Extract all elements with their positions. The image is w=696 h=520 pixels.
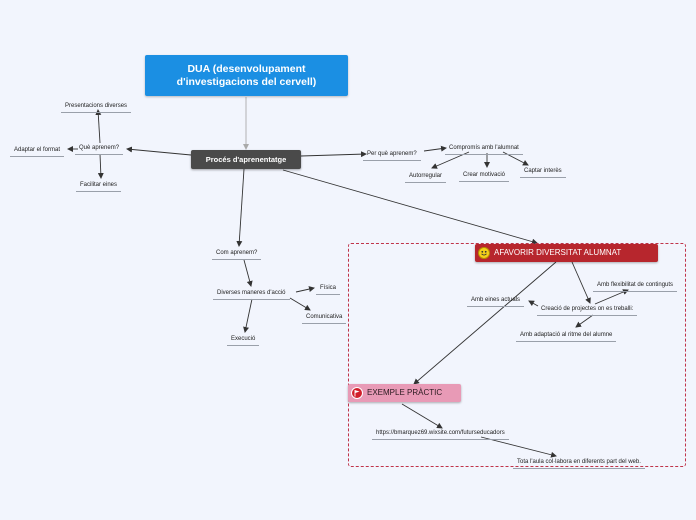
aula-collabora-label: Tota l'aula col·labora en diferents part…	[517, 459, 641, 465]
execucio-node[interactable]: Execució	[227, 335, 260, 346]
que-aprenem-label: Què aprenem?	[79, 145, 120, 151]
connector-creacio-flexibilitat	[594, 289, 629, 305]
afavorir-diversitat-label: AFAVORIR DIVERSITAT ALUMNAT	[494, 248, 622, 257]
creacio-projectes-label: Creació de projectes on es treballi:	[541, 306, 634, 312]
web-link-label: https://bmarquez69.wixsite.com/futursedu…	[376, 430, 505, 436]
adaptacio-ritme-node[interactable]: Amb adaptació al ritme del alumne	[516, 331, 617, 342]
connector-afavorir-creacio	[571, 261, 591, 304]
connector-main-que	[126, 146, 192, 156]
crear-motivacio-node[interactable]: Crear motivació	[459, 171, 510, 182]
connector-perque-compromis	[423, 145, 447, 152]
com-aprenem-label: Com aprenem?	[216, 250, 258, 256]
connector-main-perque	[300, 151, 367, 158]
main-topic[interactable]: Procés d'aprenentatge	[191, 150, 301, 169]
facilitar-eines-label: Facilitar eines	[80, 182, 118, 188]
execucio-label: Execució	[231, 336, 256, 342]
connector-creacio-eines	[528, 300, 539, 307]
crear-motivacio-label: Crear motivació	[463, 172, 506, 178]
comunicativa-node[interactable]: Comunicativa	[302, 313, 347, 324]
autorregular-node[interactable]: Autorregular	[405, 172, 447, 183]
flexibilitat-continguts-label: Amb flexibilitat de continguts	[597, 282, 674, 288]
adaptar-format-label: Adaptar el format	[14, 147, 61, 153]
captar-interes-node[interactable]: Captar interès	[520, 167, 566, 178]
smiley-icon	[478, 247, 490, 259]
diversitat-boundary	[348, 243, 686, 467]
connector-main-com	[236, 168, 245, 247]
creacio-projectes-node[interactable]: Creació de projectes on es treballi:	[537, 305, 638, 316]
connector-exemple-url	[401, 403, 443, 429]
fisica-label: Física	[320, 285, 337, 291]
connector-que-facilitar	[97, 153, 104, 179]
per-que-aprenem-label: Per què aprenem?	[367, 151, 417, 157]
que-aprenem-node[interactable]: Què aprenem?	[75, 144, 124, 155]
main-topic-label: Procés d'aprenentatge	[205, 155, 287, 164]
exemple-practic-node[interactable]: EXEMPLE PRÀCTIC	[348, 384, 461, 402]
compromis-alumnat-label: Compromís amb l'alumnat	[449, 145, 519, 151]
diverses-maneres-node[interactable]: Diverses maneres d'acció	[213, 289, 290, 300]
root-title-line1: DUA (desenvolupament	[187, 62, 306, 75]
captar-interes-label: Captar interès	[524, 168, 562, 174]
diverses-maneres-label: Diverses maneres d'acció	[217, 290, 286, 296]
aula-collabora-node[interactable]: Tota l'aula col·labora en diferents part…	[513, 458, 645, 469]
root-topic[interactable]: DUA (desenvolupament d'investigacions de…	[145, 55, 348, 96]
exemple-practic-label: EXEMPLE PRÀCTIC	[367, 388, 443, 397]
adaptacio-ritme-label: Amb adaptació al ritme del alumne	[520, 332, 613, 338]
eines-actuals-label: Amb eines actuals	[471, 297, 521, 303]
compromis-alumnat-node[interactable]: Compromís amb l'alumnat	[445, 144, 523, 155]
connector-maneres-comunicativa	[289, 297, 311, 311]
eines-actuals-node[interactable]: Amb eines actuals	[467, 296, 525, 307]
comunicativa-label: Comunicativa	[306, 314, 343, 320]
web-link-node[interactable]: https://bmarquez69.wixsite.com/futursedu…	[372, 429, 509, 440]
flag-icon	[351, 387, 363, 399]
presentacions-diverses-label: Presentacions diverses	[65, 103, 128, 109]
flexibilitat-continguts-node[interactable]: Amb flexibilitat de continguts	[593, 281, 678, 292]
connector-creacio-adaptacio	[575, 314, 594, 328]
facilitar-eines-node[interactable]: Facilitar eines	[76, 181, 122, 192]
connector-afavorir-exemple	[413, 261, 557, 385]
connector-maneres-fisica	[295, 286, 315, 293]
connector-main-afavorir	[282, 169, 538, 245]
connector-url-note	[480, 436, 557, 458]
fisica-node[interactable]: Física	[316, 284, 341, 295]
root-title-line2: d'investigacions del cervell)	[176, 75, 317, 88]
connector-maneres-execucio	[243, 298, 253, 333]
afavorir-diversitat-node[interactable]: AFAVORIR DIVERSITAT ALUMNAT	[475, 244, 658, 262]
com-aprenem-node[interactable]: Com aprenem?	[212, 249, 262, 260]
connector-com-maneres	[243, 259, 253, 287]
per-que-aprenem-node[interactable]: Per què aprenem?	[363, 150, 421, 161]
connector-que-presentacions	[95, 109, 102, 144]
adaptar-format-node[interactable]: Adaptar el format	[10, 146, 65, 157]
autorregular-label: Autorregular	[409, 173, 443, 179]
presentacions-diverses-node[interactable]: Presentacions diverses	[61, 102, 132, 113]
